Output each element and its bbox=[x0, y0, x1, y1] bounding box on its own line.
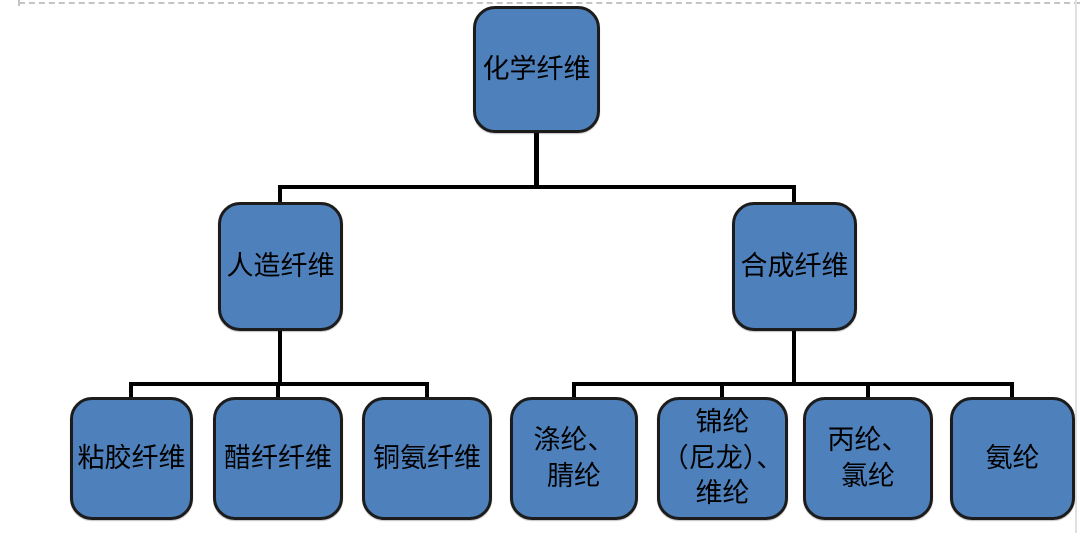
connector-level2-horizontal bbox=[278, 185, 796, 189]
connector-root-down bbox=[534, 131, 539, 187]
connector-drop-manmade bbox=[278, 187, 282, 204]
connector-drop-polypropylene bbox=[866, 384, 870, 399]
node-polyester-acrylic: 涤纶、 腈纶 bbox=[510, 397, 638, 520]
node-spandex: 氨纶 bbox=[950, 397, 1075, 520]
connector-drop-acetate bbox=[276, 384, 280, 399]
node-spandex-label: 氨纶 bbox=[985, 442, 1040, 473]
connector-drop-nylon bbox=[720, 384, 724, 399]
node-cupro-fiber-label: 铜氨纤维 bbox=[373, 442, 481, 473]
node-nylon-vinylon: 锦纶 （尼龙）、 维纶 bbox=[657, 397, 788, 520]
connector-drop-spandex bbox=[1010, 384, 1014, 399]
connector-manmade-down bbox=[278, 330, 282, 384]
node-viscose-fiber-label: 粘胶纤维 bbox=[77, 442, 186, 473]
node-manmade-fiber-label: 人造纤维 bbox=[226, 250, 335, 281]
connector-drop-synthetic bbox=[792, 187, 796, 204]
node-chemical-fiber: 化学纤维 bbox=[473, 6, 600, 133]
connector-drop-polyester bbox=[572, 384, 576, 399]
node-polypropylene-pvc: 丙纶、 氯纶 bbox=[803, 397, 933, 520]
node-cupro-fiber: 铜氨纤维 bbox=[362, 397, 492, 520]
node-synthetic-fiber: 合成纤维 bbox=[732, 202, 857, 331]
node-synthetic-fiber-label: 合成纤维 bbox=[740, 250, 849, 281]
node-polypropylene-pvc-label: 丙纶、 氯纶 bbox=[827, 424, 909, 491]
node-polyester-acrylic-label: 涤纶、 腈纶 bbox=[533, 424, 615, 491]
connector-synthetic-down bbox=[792, 330, 796, 384]
dashed-boundary-top-line bbox=[19, 2, 1080, 4]
node-manmade-fiber: 人造纤维 bbox=[218, 202, 343, 331]
node-viscose-fiber: 粘胶纤维 bbox=[70, 397, 193, 520]
node-acetate-fiber-label: 醋纤纤维 bbox=[224, 442, 332, 473]
node-nylon-vinylon-label: 锦纶 （尼龙）、 维纶 bbox=[661, 407, 784, 509]
node-acetate-fiber: 醋纤纤维 bbox=[213, 397, 343, 520]
node-chemical-fiber-label: 化学纤维 bbox=[482, 53, 591, 84]
connector-drop-viscose bbox=[129, 384, 133, 399]
page-edge-line bbox=[1075, 0, 1077, 533]
connector-drop-cupro bbox=[425, 384, 429, 399]
connector-synthetic-horizontal bbox=[572, 382, 1014, 386]
